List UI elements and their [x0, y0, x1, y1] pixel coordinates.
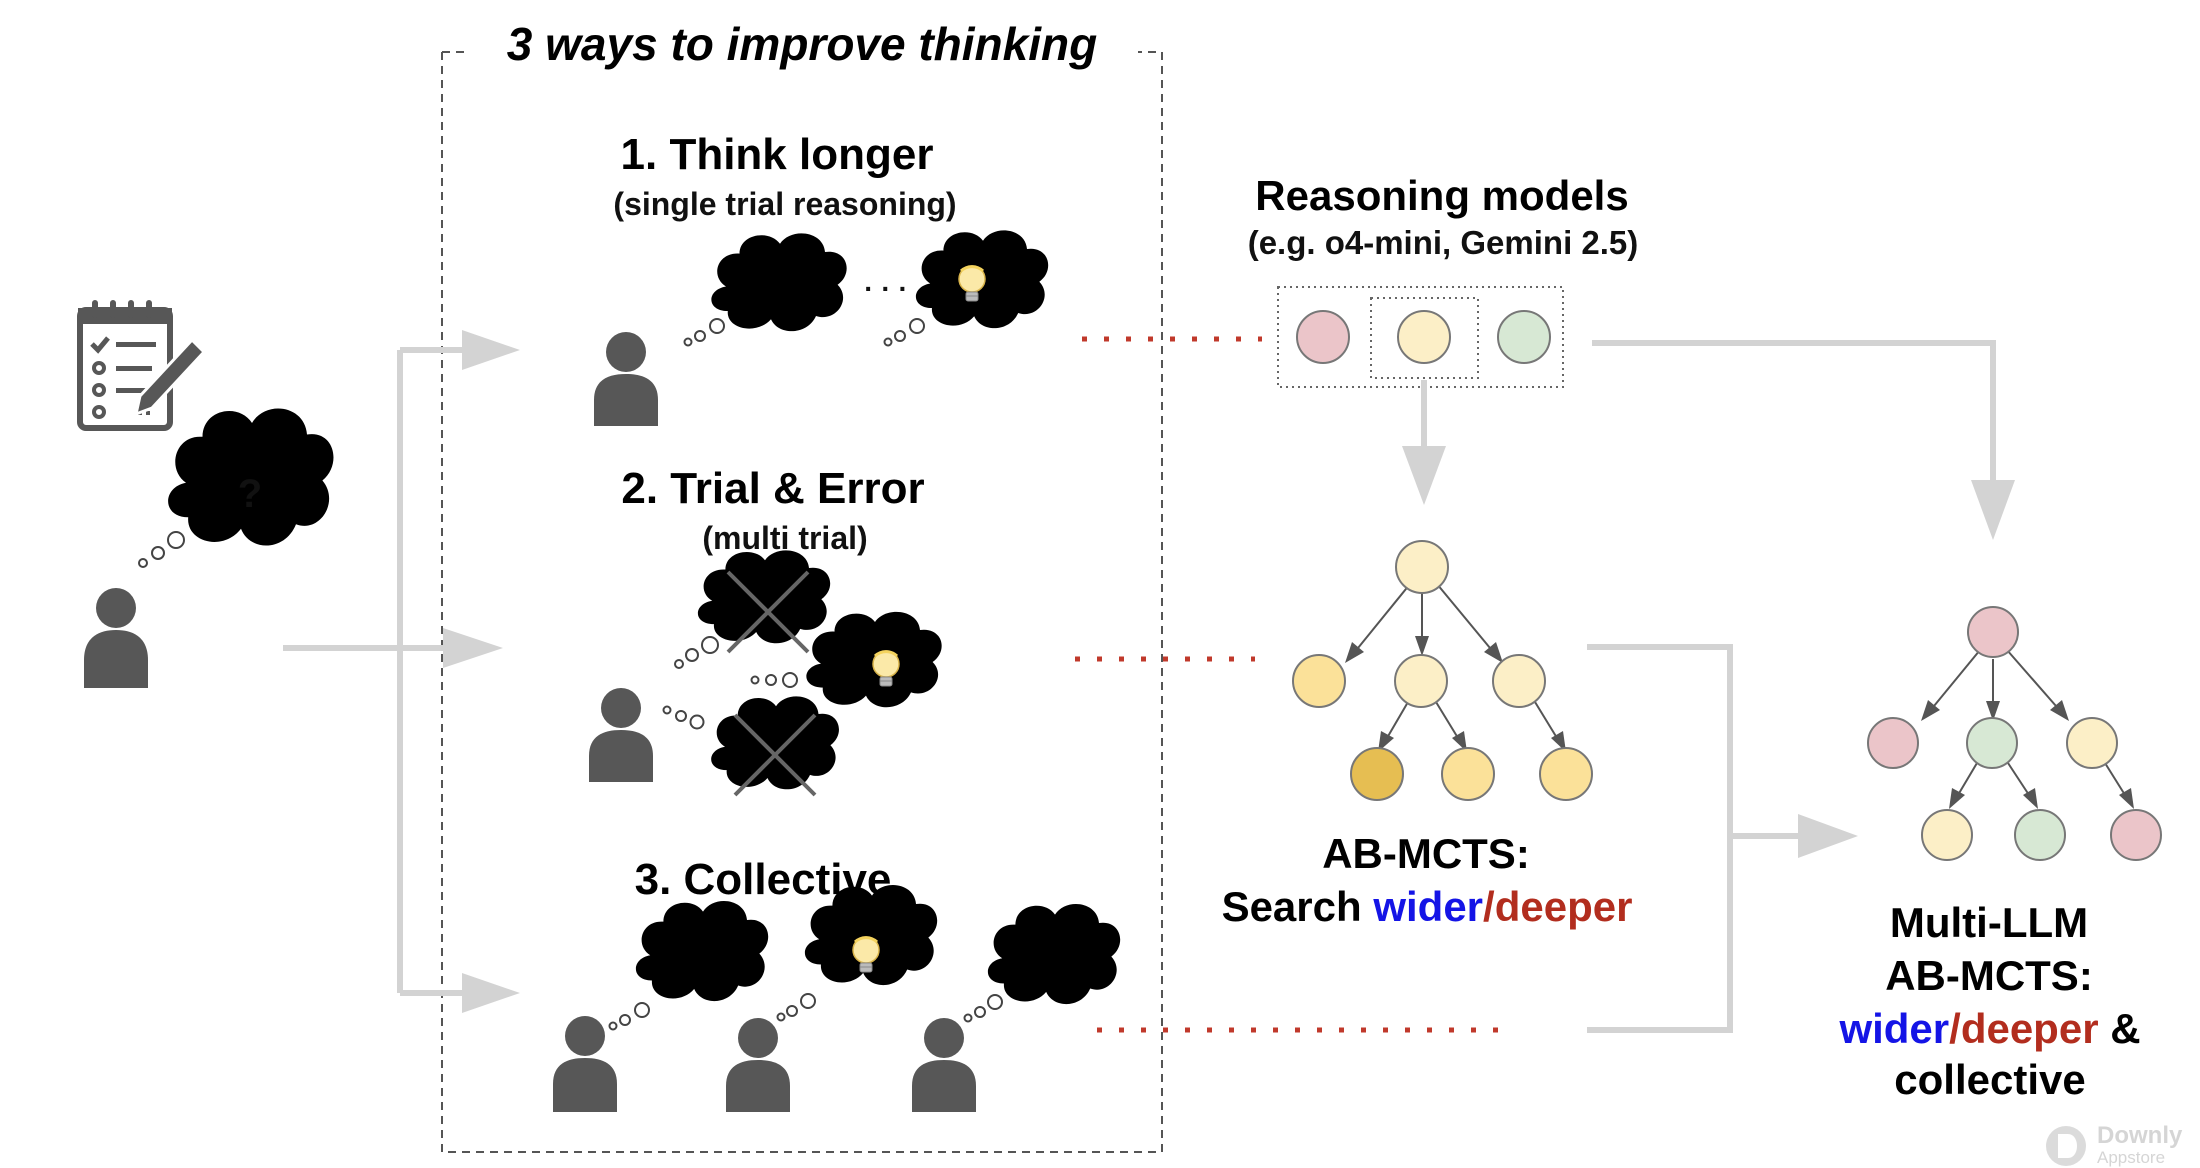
cross-icon [733, 713, 817, 797]
method-1-title: 1. Think longer [621, 130, 934, 179]
tree-node [2110, 809, 2162, 861]
method-collective: 3. Collective [553, 855, 1121, 1112]
method-trial-error: 2. Trial & Error (multi trial) [589, 464, 942, 797]
question-mark: ? [238, 472, 262, 516]
tree-node [1441, 747, 1495, 801]
tree-best-node [1350, 747, 1404, 801]
task-clipboard-icon [77, 300, 207, 431]
questioner-person-icon [84, 588, 148, 688]
method-2-subtitle: (multi trial) [702, 520, 867, 556]
abmcts-line1: AB-MCTS: [1322, 830, 1530, 877]
tree-node [1867, 717, 1919, 769]
model-arrows [1402, 340, 2015, 540]
thinking-cloud [635, 900, 769, 1002]
multi-llm-tree [1867, 606, 2162, 861]
multi-line3: wider/deeper & [1838, 1005, 2140, 1052]
multi-line1: Multi-LLM [1890, 899, 2088, 946]
reasoning-models: Reasoning models (e.g. o4-mini, Gemini 2… [1248, 172, 1639, 388]
abmcts-label: AB-MCTS: Search wider/deeper [1222, 830, 1633, 930]
merge-arrows [1587, 644, 1858, 1033]
person-icon [912, 1018, 976, 1112]
person-icon [553, 1016, 617, 1112]
multi-line4: collective [1894, 1056, 2085, 1103]
watermark-line2: Appstore [2097, 1148, 2165, 1167]
tree-edges [1345, 583, 1566, 752]
tree-root-node [1395, 540, 1449, 594]
abmcts-line2: Search wider/deeper [1222, 883, 1633, 930]
tree-node [1966, 717, 2018, 769]
downly-logo-icon [2046, 1126, 2086, 1166]
frame-title: 3 ways to improve thinking [507, 18, 1097, 70]
thinking-cloud [987, 903, 1121, 1005]
methods-frame: 3 ways to improve thinking [441, 18, 1163, 1153]
person-icon [589, 688, 653, 782]
thinking-cloud [711, 233, 847, 332]
method-think-longer: 1. Think longer (single trial reasoning)… [594, 130, 1049, 426]
tree-node [1539, 747, 1593, 801]
tree-node [1492, 654, 1546, 708]
model-node-pink [1296, 310, 1350, 364]
tree-node [1921, 809, 1973, 861]
ellipsis: · · · [864, 273, 908, 304]
tree-edges [1921, 649, 2134, 809]
multi-line2: AB-MCTS: [1885, 952, 2093, 999]
multi-llm-label: Multi-LLM AB-MCTS: wider/deeper & collec… [1838, 899, 2140, 1103]
tree-node [2066, 717, 2118, 769]
person-icon [726, 1018, 790, 1112]
failed-cloud [697, 550, 831, 644]
tree-node [1394, 654, 1448, 708]
tree-node [2014, 809, 2066, 861]
thought-bubbles [138, 531, 185, 568]
model-node-cream [1397, 310, 1451, 364]
watermark: Downly Appstore [2046, 1122, 2183, 1167]
reasoning-subtitle: (e.g. o4-mini, Gemini 2.5) [1248, 224, 1639, 261]
method-1-subtitle: (single trial reasoning) [613, 186, 956, 222]
input-arrows [283, 330, 520, 1013]
failed-cloud [711, 696, 839, 790]
method-2-title: 2. Trial & Error [621, 464, 924, 513]
watermark-line1: Downly [2097, 1122, 2183, 1149]
dotted-connectors [1075, 336, 1512, 1033]
reasoning-title: Reasoning models [1255, 172, 1628, 219]
tree-root-node [1967, 606, 2019, 658]
person-icon [594, 332, 658, 426]
abmcts-tree [1292, 540, 1593, 801]
tree-node [1292, 654, 1346, 708]
cross-icon [726, 570, 810, 654]
model-node-green [1497, 310, 1551, 364]
